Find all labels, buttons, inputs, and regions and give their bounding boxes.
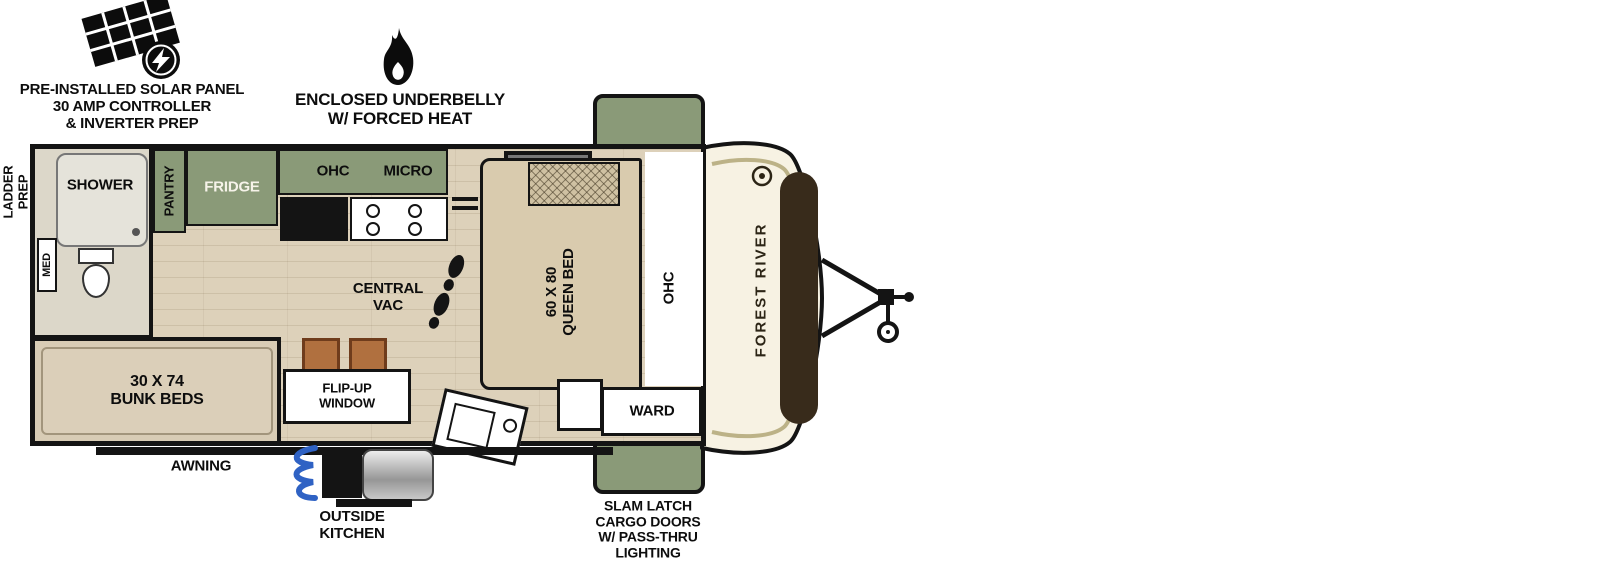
solar-line1: PRE-INSTALLED SOLAR PANEL <box>19 80 245 98</box>
bunk-mattress <box>41 347 273 435</box>
toilet-icon <box>78 248 114 264</box>
flip-up-window-label: FLIP-UP WINDOW <box>319 381 375 410</box>
cargo-line3: W/ PASS-THRU <box>598 529 698 545</box>
solar-callout: PRE-INSTALLED SOLAR PANEL 30 AMP CONTROL… <box>19 80 245 132</box>
cargo-line2: CARGO DOORS <box>595 513 701 530</box>
fridge-label: FRIDGE <box>204 178 260 196</box>
med-label: MED <box>40 253 53 277</box>
flip-window-line2: WINDOW <box>319 395 375 410</box>
cooktop <box>350 197 448 241</box>
ladder-prep-callout: LADDER PREP <box>0 165 30 219</box>
hitch-aframe-icon <box>820 257 886 339</box>
solar-line3: & INVERTER PREP <box>65 114 199 132</box>
outside-kitchen-base <box>336 499 412 507</box>
med-cabinet <box>37 238 57 292</box>
faucet-icon <box>501 417 519 435</box>
ohc-bedroom-label: OHC <box>660 271 678 305</box>
overhead-cabinet-micro <box>278 149 448 195</box>
bed-step-mark <box>452 197 478 201</box>
brand-name: FOREST RIVER <box>752 222 770 358</box>
stool <box>349 338 387 373</box>
flip-window-line1: FLIP-UP <box>322 380 372 396</box>
awning-label: AWNING <box>170 457 232 475</box>
hitch-ball-icon <box>904 292 914 302</box>
ladder-line2: PREP <box>15 174 30 210</box>
footprints-icon <box>428 255 465 329</box>
hitch-coupler <box>878 289 894 305</box>
ward-label: WARD <box>629 402 675 420</box>
pantry-cabinet <box>153 149 186 233</box>
outside-kitchen-line2: KITCHEN <box>319 525 385 542</box>
shower-drain-icon <box>132 228 140 236</box>
cargo-doors-callout: SLAM LATCH CARGO DOORS W/ PASS-THRU LIGH… <box>595 497 701 562</box>
underbelly-callout: ENCLOSED UNDERBELLY W/ FORCED HEAT <box>295 90 505 128</box>
outside-kitchen-line1: OUTSIDE <box>319 508 385 526</box>
cargo-door-top <box>593 94 705 150</box>
outside-kitchen-tank <box>362 449 434 501</box>
ohc-kitchen-label: OHC <box>316 162 350 180</box>
burner-icon <box>366 204 380 218</box>
flip-up-window <box>283 369 411 424</box>
sink-basin <box>446 402 496 450</box>
outside-kitchen-stove <box>322 452 362 498</box>
burner-icon <box>366 222 380 236</box>
cargo-line4: LIGHTING <box>615 544 681 561</box>
solar-panel-icon <box>81 0 180 79</box>
stool <box>302 338 340 373</box>
burner-icon <box>408 222 422 236</box>
queen-bed-name: QUEEN BED <box>560 248 577 336</box>
underbelly-line2: W/ FORCED HEAT <box>327 109 473 128</box>
bunk-beds-label: 30 X 74 BUNK BEDS <box>110 373 204 409</box>
oven <box>280 197 348 241</box>
queen-bed-label: 60 X 80 QUEEN BED <box>543 248 578 336</box>
central-vac-line2: VAC <box>373 297 403 314</box>
queen-bed-size: 60 X 80 <box>543 266 561 318</box>
front-window <box>780 172 818 424</box>
front-cap <box>700 141 914 455</box>
toilet-bowl-icon <box>82 264 110 298</box>
burner-icon <box>408 204 422 218</box>
micro-label: MICRO <box>383 162 433 180</box>
brand-logo-icon <box>751 165 773 187</box>
ohc-bedroom-strip <box>645 152 703 386</box>
shower-label: SHOWER <box>66 176 134 194</box>
central-vac-label: CENTRAL VAC <box>352 280 424 315</box>
outside-kitchen-label: OUTSIDE KITCHEN <box>319 508 385 543</box>
bunk-size: 30 X 74 <box>130 373 184 391</box>
hose-icon <box>293 445 318 501</box>
bed-step-mark <box>452 206 478 210</box>
underbelly-line1: ENCLOSED UNDERBELLY <box>295 89 505 109</box>
pillow <box>528 162 620 206</box>
bed-foot-cabinet <box>557 379 603 431</box>
solar-line2: 30 AMP CONTROLLER <box>52 97 212 115</box>
cargo-line1: SLAM LATCH <box>604 497 692 514</box>
wardrobe <box>601 387 702 436</box>
flame-icon <box>383 28 414 85</box>
ladder-line1: LADDER <box>0 165 16 219</box>
fridge <box>186 149 278 226</box>
central-vac-line1: CENTRAL <box>352 280 424 298</box>
awning-rail <box>96 447 613 455</box>
bunk-name: BUNK BEDS <box>110 391 204 408</box>
pantry-label: PANTRY <box>161 165 177 217</box>
